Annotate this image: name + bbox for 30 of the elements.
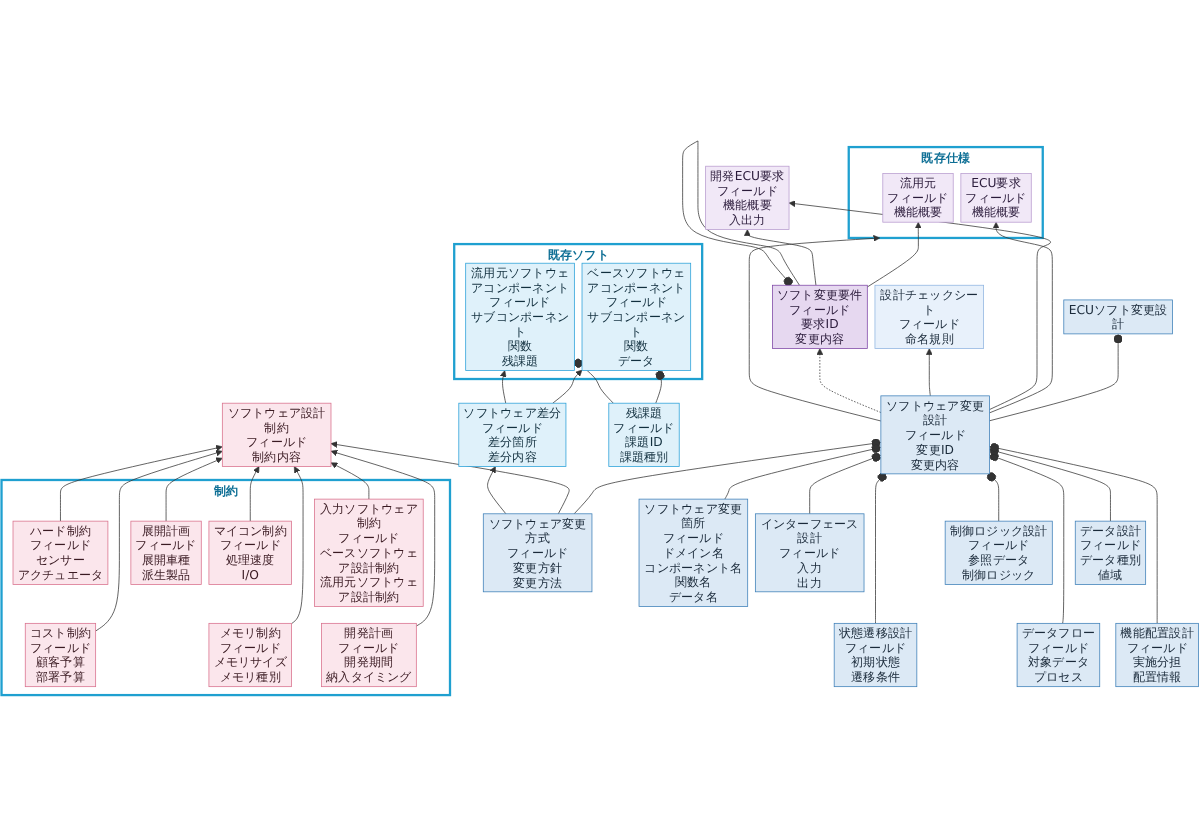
- node-box: [208, 520, 292, 585]
- node-box: [12, 520, 109, 585]
- node-box: [1074, 520, 1147, 585]
- node-box: [321, 622, 417, 688]
- node-box: [221, 402, 332, 467]
- node-box: [833, 622, 918, 688]
- node-box: [1115, 622, 1199, 688]
- node-box: [960, 173, 1032, 223]
- node-box: [458, 402, 567, 467]
- node-box: [638, 498, 749, 607]
- node-box: [130, 520, 202, 585]
- cluster: [0, 478, 452, 697]
- node-box: [705, 165, 790, 230]
- node-box: [482, 513, 593, 593]
- cluster: [847, 145, 1044, 240]
- node-box: [772, 284, 868, 349]
- node-box: [754, 513, 865, 593]
- node-box: [944, 520, 1053, 585]
- node-box: [581, 262, 692, 371]
- node-box: [1063, 299, 1173, 335]
- node-box: [208, 622, 292, 688]
- node-box: [608, 402, 680, 467]
- node-box: [880, 395, 990, 475]
- node-box: [874, 284, 984, 349]
- node-box: [465, 262, 575, 371]
- cluster: [453, 242, 704, 381]
- node-box: [314, 498, 424, 607]
- node-box: [1016, 622, 1101, 688]
- node-box: [24, 622, 97, 688]
- node-box: [882, 173, 954, 223]
